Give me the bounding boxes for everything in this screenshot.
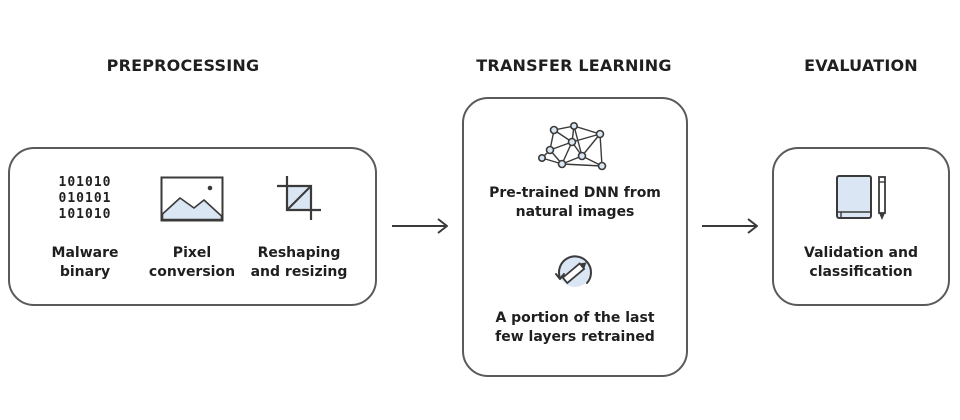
binary-line: 101010 [58, 207, 112, 222]
binary-code-icon: 101010 010101 101010 [59, 175, 112, 223]
retrain-pencil-icon [555, 255, 592, 287]
step-label-line: Validation and [804, 245, 918, 261]
binary-line: 010101 [58, 191, 112, 206]
step-label-line: Pre-trained DNN from [489, 185, 661, 201]
step-pretrained-dnn: Pre-trained DNN from natural images [489, 184, 661, 222]
step-pixel-conversion: Pixel conversion [149, 244, 235, 282]
step-label-line: conversion [148, 264, 236, 280]
arrow-to-evaluation [702, 218, 758, 234]
step-label-line: Pixel [172, 245, 212, 261]
heading-transfer-learning: TRANSFER LEARNING [476, 56, 672, 75]
step-label-line: Reshaping [257, 245, 341, 261]
step-label-line: binary [59, 264, 111, 280]
step-label-line: natural images [515, 204, 635, 220]
arrow-to-transfer-learning [392, 218, 448, 234]
preprocessing-panel [8, 147, 377, 306]
step-label-line: A portion of the last [495, 310, 655, 326]
step-reshaping-resizing: Reshaping and resizing [251, 244, 348, 282]
step-label-line: few layers retrained [495, 329, 655, 345]
step-label-line: and resizing [250, 264, 348, 280]
step-malware-binary: Malware binary [52, 244, 119, 282]
heading-evaluation: EVALUATION [804, 56, 918, 75]
crop-icon [277, 176, 321, 220]
step-label-line: Malware [51, 245, 119, 261]
binary-line: 101010 [58, 175, 112, 190]
neural-network-icon [538, 122, 607, 171]
step-layers-retrained: A portion of the last few layers retrain… [495, 309, 655, 347]
book-pencil-icon [836, 175, 886, 220]
step-validation-classification: Validation and classification [804, 244, 918, 282]
step-label-line: classification [809, 264, 913, 280]
evaluation-panel [772, 147, 950, 306]
image-icon [160, 176, 224, 222]
heading-preprocessing: PREPROCESSING [106, 56, 260, 75]
